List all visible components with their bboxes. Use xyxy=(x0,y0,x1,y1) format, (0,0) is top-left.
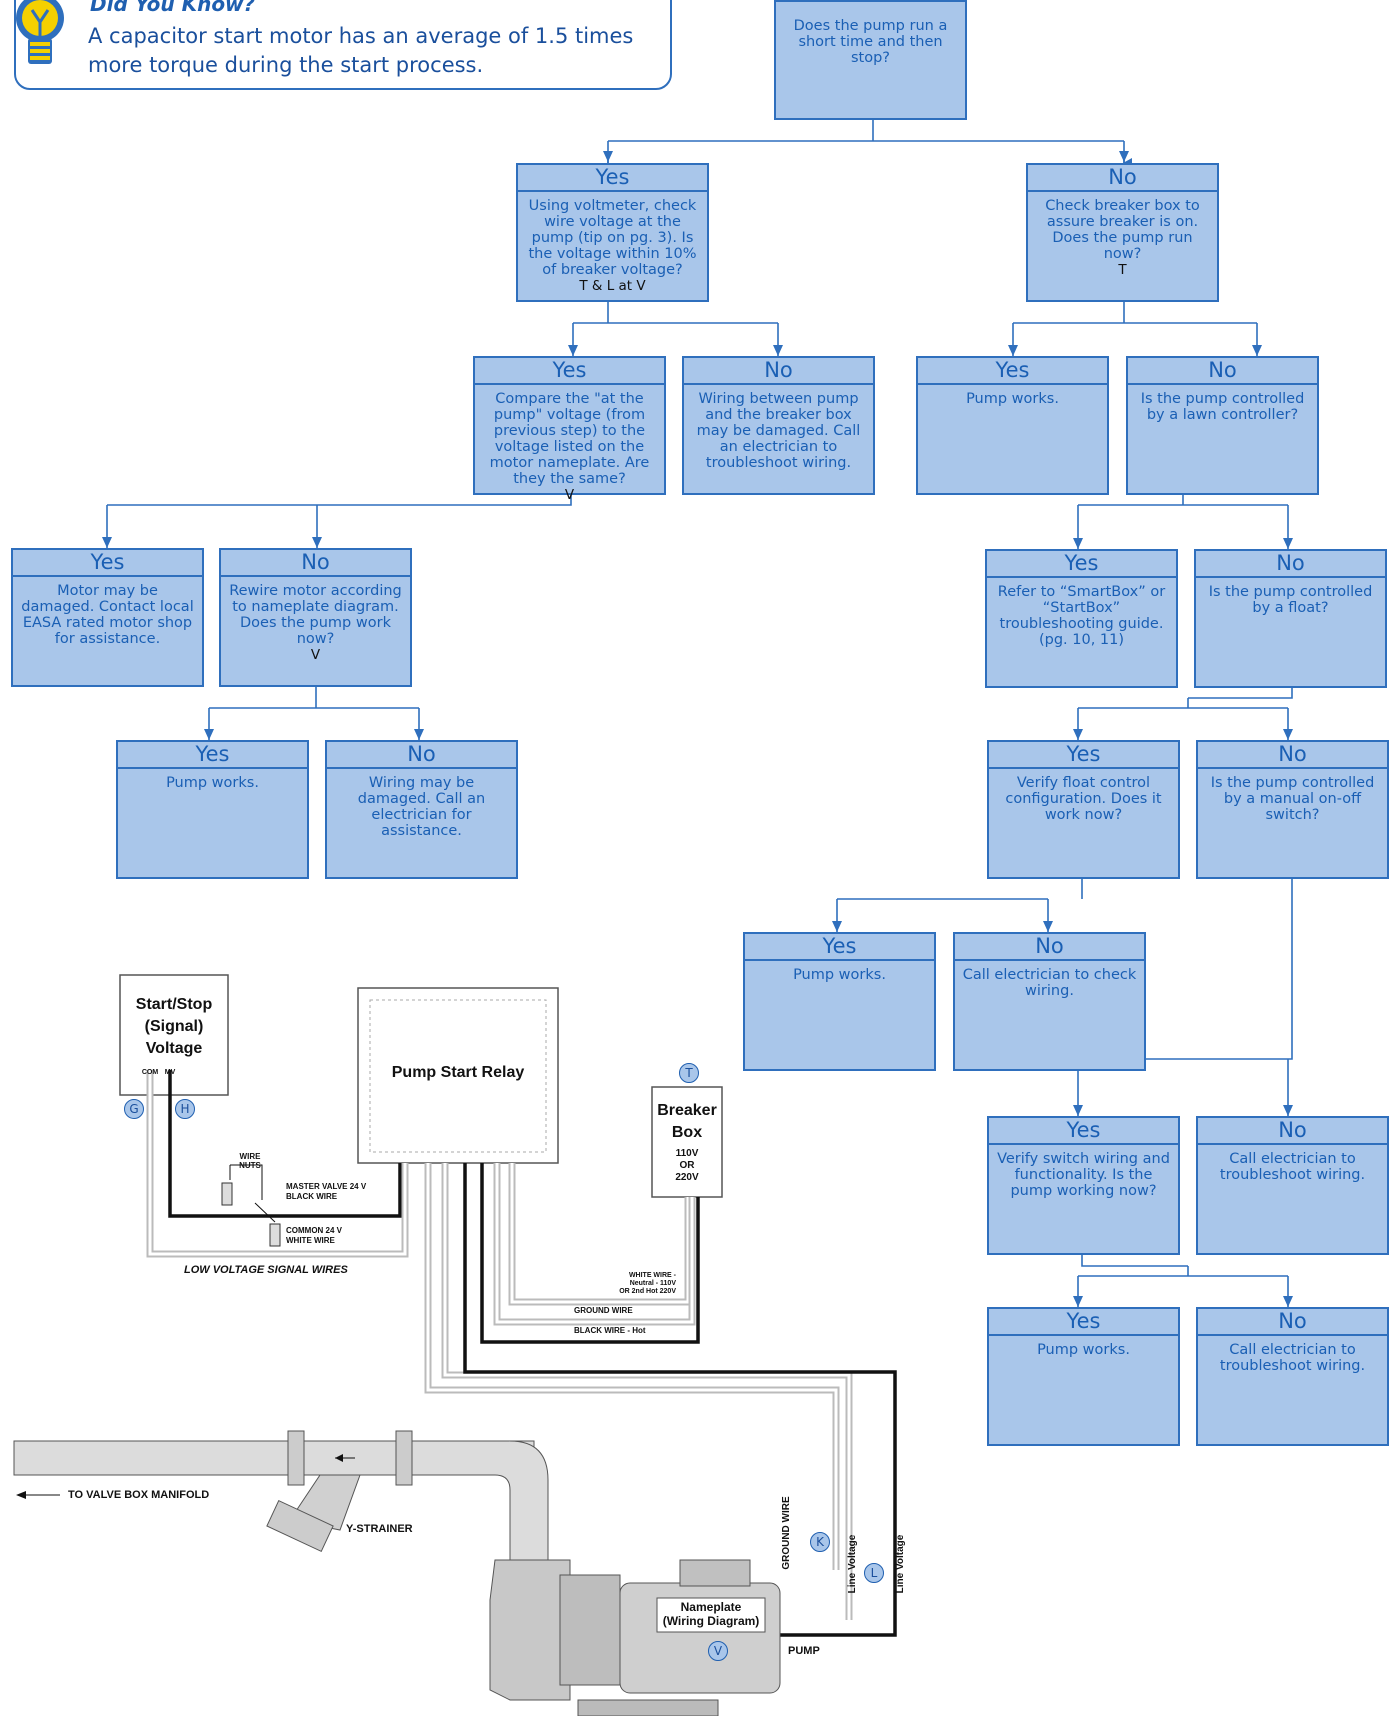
master-valve-label: MASTER VALVE 24 V BLACK WIRE xyxy=(286,1182,367,1201)
ground-wire-v-label: GROUND WIRE xyxy=(781,1496,792,1570)
node-yes5: Yes Pump works. xyxy=(116,740,309,879)
node-no2: No Wiring between pump and the breaker b… xyxy=(682,356,875,495)
node-no2-label: No xyxy=(684,358,873,385)
nameplate-label: Nameplate (Wiring Diagram) xyxy=(662,1600,760,1628)
node-yes3-label: Yes xyxy=(918,358,1107,385)
y-strainer-label: Y-STRAINER xyxy=(346,1523,413,1535)
node-no5-text: Wiring may be damaged. Call an electrici… xyxy=(357,775,486,839)
tip-callout xyxy=(14,0,672,90)
node-no4-label: No xyxy=(221,550,410,577)
node-yes4-label: Yes xyxy=(13,550,202,577)
node-no7: No Is the pump controlled by a manual on… xyxy=(1196,740,1389,879)
node-yes9-text: Verify switch wiring and functionality. … xyxy=(997,1151,1170,1199)
breaker-volts-label: 110V OR 220V xyxy=(675,1148,699,1183)
node-yes8-text: Pump works. xyxy=(793,967,886,983)
node-yes10-label: Yes xyxy=(989,1309,1178,1336)
to-manifold-label: TO VALVE BOX MANIFOLD xyxy=(68,1489,210,1501)
node-yes4: Yes Motor may be damaged. Contact local … xyxy=(11,548,204,687)
node-no6-text: Is the pump controlled by a float? xyxy=(1208,584,1373,616)
node-no10-label: No xyxy=(1198,1309,1387,1336)
marker-v: V xyxy=(708,1641,728,1661)
node-yes3-text: Pump works. xyxy=(966,391,1059,407)
node-no3-text: Is the pump controlled by a lawn control… xyxy=(1140,391,1305,423)
white-wire-label: WHITE WIRE - Neutral - 110V OR 2nd Hot 2… xyxy=(619,1272,676,1295)
node-no9: No Call electrician to troubleshoot wiri… xyxy=(1196,1116,1389,1255)
breaker-label: Breaker Box xyxy=(657,1102,717,1141)
node-no10: No Call electrician to troubleshoot wiri… xyxy=(1196,1307,1389,1446)
pump-label: PUMP xyxy=(788,1645,820,1657)
node-yes6: Yes Refer to “SmartBox” or “StartBox” tr… xyxy=(985,549,1178,688)
node-no1-label: No xyxy=(1028,165,1217,192)
node-no1-text: Check breaker box to assure breaker is o… xyxy=(1045,198,1200,262)
ground-wire-h-label: GROUND WIRE xyxy=(574,1306,633,1315)
node-no6: No Is the pump controlled by a float? xyxy=(1194,549,1387,688)
node-no1-code: T xyxy=(1118,262,1127,278)
node-no2-text: Wiring between pump and the breaker box … xyxy=(696,391,861,471)
line-voltage-2-label: Line Voltage xyxy=(895,1534,906,1594)
node-no5-label: No xyxy=(327,742,516,769)
marker-k: K xyxy=(810,1532,830,1552)
node-yes10: Yes Pump works. xyxy=(987,1307,1180,1446)
signal-box-label: Start/Stop (Signal) Voltage xyxy=(135,996,213,1057)
root-text: Does the pump run a short time and then … xyxy=(793,18,948,66)
node-no4-text: Rewire motor according to nameplate diag… xyxy=(229,583,402,647)
mv-terminal-label: MV xyxy=(164,1069,176,1076)
node-no8: No Call electrician to check wiring. xyxy=(953,932,1146,1071)
node-yes1-text: Using voltmeter, check wire voltage at t… xyxy=(528,198,697,278)
node-yes6-label: Yes xyxy=(987,551,1176,578)
node-yes7-text: Verify float control configuration. Does… xyxy=(1005,775,1162,823)
tip-title: Did You Know? xyxy=(90,0,256,16)
marker-t: T xyxy=(679,1063,699,1083)
node-yes9-label: Yes xyxy=(989,1118,1178,1145)
node-no8-label: No xyxy=(955,934,1144,961)
marker-g: G xyxy=(124,1099,144,1119)
node-no1: No Check breaker box to assure breaker i… xyxy=(1026,163,1219,302)
node-yes7-label: Yes xyxy=(989,742,1178,769)
common-label: COMMON 24 V WHITE WIRE xyxy=(286,1226,343,1245)
node-no10-text: Call electrician to troubleshoot wiring. xyxy=(1219,1342,1366,1374)
node-yes4-text: Motor may be damaged. Contact local EASA… xyxy=(21,583,194,647)
node-yes9: Yes Verify switch wiring and functionali… xyxy=(987,1116,1180,1255)
node-yes8-label: Yes xyxy=(745,934,934,961)
node-no8-text: Call electrician to check wiring. xyxy=(962,967,1137,999)
node-yes5-label: Yes xyxy=(118,742,307,769)
node-yes2-label: Yes xyxy=(475,358,664,385)
node-yes1: Yes Using voltmeter, check wire voltage … xyxy=(516,163,709,302)
node-yes7: Yes Verify float control configuration. … xyxy=(987,740,1180,879)
node-yes8: Yes Pump works. xyxy=(743,932,936,1071)
node-no7-label: No xyxy=(1198,742,1387,769)
relay-label: Pump Start Relay xyxy=(391,1064,525,1081)
node-yes6-text: Refer to “SmartBox” or “StartBox” troubl… xyxy=(997,584,1166,648)
node-yes2: Yes Compare the "at the pump" voltage (f… xyxy=(473,356,666,503)
node-no9-text: Call electrician to troubleshoot wiring. xyxy=(1219,1151,1366,1183)
decision-root: Does the pump run a short time and then … xyxy=(774,0,967,120)
node-no6-label: No xyxy=(1196,551,1385,578)
node-no4-code: V xyxy=(310,647,321,663)
lightbulb-icon xyxy=(16,0,64,64)
node-yes2-code: V xyxy=(564,487,575,503)
black-wire-label: BLACK WIRE - Hot xyxy=(574,1326,646,1335)
low-voltage-label: LOW VOLTAGE SIGNAL WIRES xyxy=(184,1264,348,1276)
node-no5: No Wiring may be damaged. Call an electr… xyxy=(325,740,518,879)
wire-nuts-label: WIRE NUTS xyxy=(239,1152,261,1170)
tip-text: A capacitor start motor has an average o… xyxy=(88,24,634,77)
node-yes1-code: T & L at V xyxy=(579,278,646,294)
marker-h: H xyxy=(175,1099,195,1119)
node-yes10-text: Pump works. xyxy=(1037,1342,1130,1358)
line-voltage-1-label: Line Voltage xyxy=(847,1534,858,1594)
com-terminal-label: COM xyxy=(141,1069,159,1076)
node-no4: No Rewire motor according to nameplate d… xyxy=(219,548,412,687)
node-yes1-label: Yes xyxy=(518,165,707,192)
marker-l: L xyxy=(864,1563,884,1583)
node-no9-label: No xyxy=(1198,1118,1387,1145)
node-yes2-text: Compare the "at the pump" voltage (from … xyxy=(489,391,650,487)
node-no3: No Is the pump controlled by a lawn cont… xyxy=(1126,356,1319,495)
node-no3-label: No xyxy=(1128,358,1317,385)
node-yes5-text: Pump works. xyxy=(166,775,259,791)
node-no7-text: Is the pump controlled by a manual on-of… xyxy=(1210,775,1375,823)
node-yes3: Yes Pump works. xyxy=(916,356,1109,495)
